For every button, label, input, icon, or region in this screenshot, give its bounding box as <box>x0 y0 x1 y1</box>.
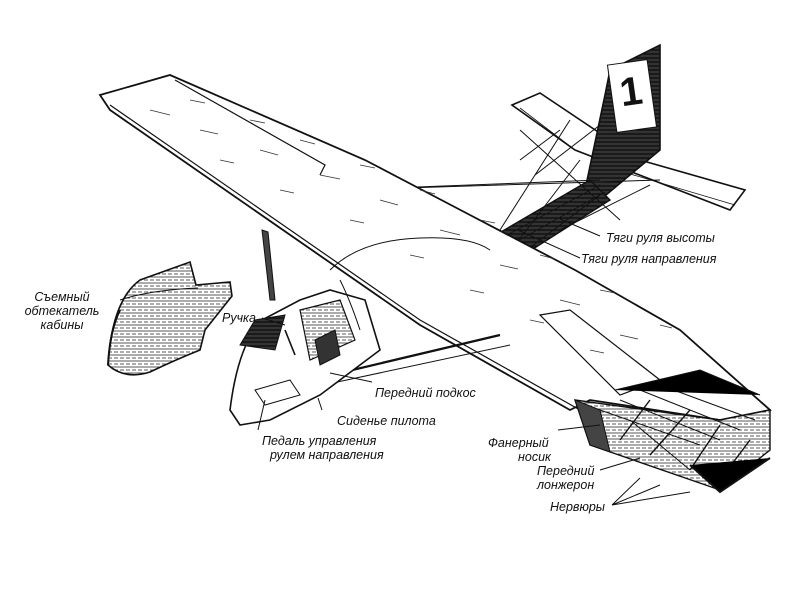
label-elevator-rods: Тяги руля высоты <box>606 231 715 245</box>
label-front-spar: Передний лонжерон <box>537 464 594 492</box>
removable-fairing <box>107 260 233 376</box>
label-rudder-pedal-line2: рулем направления <box>270 448 384 462</box>
label-removable-fairing-line3: кабины <box>40 318 84 332</box>
label-plywood-nose-line2: носик <box>518 450 551 464</box>
label-removable-fairing-line2: обтекатель <box>24 304 100 318</box>
label-rudder-pedal: Педаль управления рулем направления <box>262 434 384 462</box>
label-front-spar-line1: Передний <box>537 464 595 478</box>
label-rudder-pedal-line1: Педаль управления <box>262 434 377 448</box>
horizontal-stabilizer <box>510 92 747 211</box>
leader-lines <box>257 218 691 506</box>
label-pilot-seat: Сиденье пилота <box>337 414 436 428</box>
cockpit <box>229 279 381 426</box>
label-ribs: Нервюры <box>550 500 606 514</box>
label-plywood-nose-line1: Фанерный <box>488 436 549 450</box>
wing <box>98 74 772 421</box>
label-plywood-nose: Фанерный носик <box>488 436 551 464</box>
label-front-strut: Передний подкос <box>375 386 476 400</box>
label-handle: Ручка <box>222 311 256 325</box>
label-front-spar-line2: лонжерон <box>537 478 595 492</box>
label-rudder-rods: Тяги руля направления <box>581 252 717 266</box>
label-removable-fairing: Съемный обтекатель кабины <box>18 290 106 332</box>
label-removable-fairing-line1: Съемный <box>34 290 90 304</box>
